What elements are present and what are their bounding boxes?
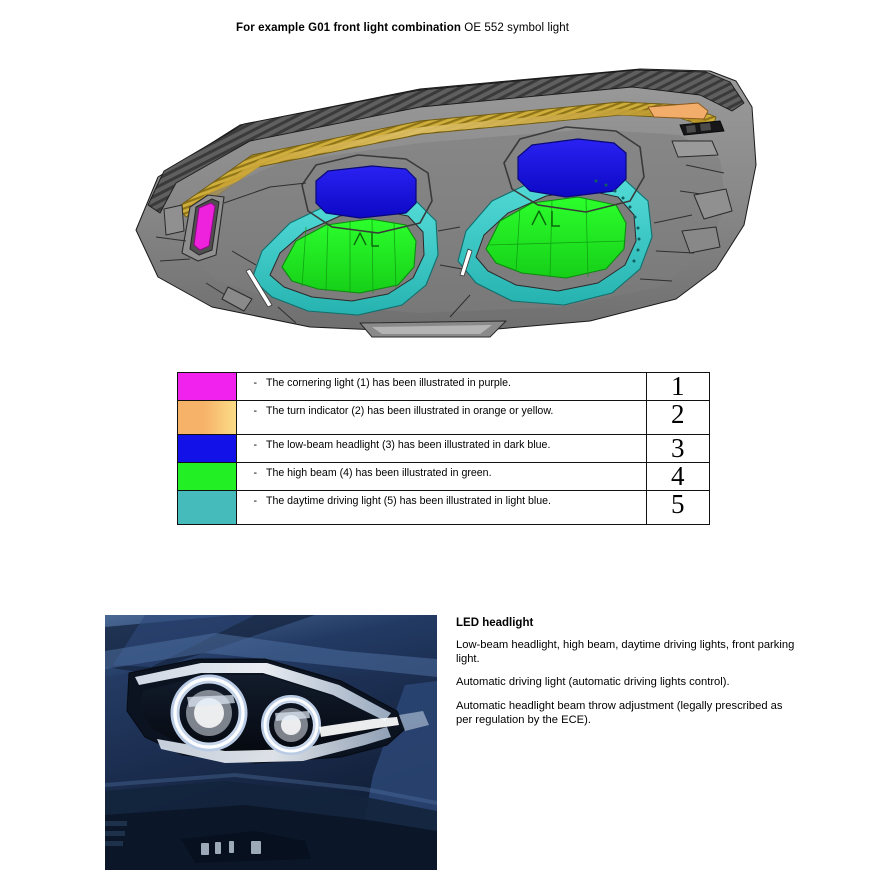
table-row: - The low-beam headlight (3) has been il… bbox=[176, 434, 710, 463]
table-row: - The high beam (4) has been illustrated… bbox=[176, 462, 710, 491]
list-dash: - bbox=[253, 405, 257, 417]
legend-description-cell-5: - The daytime driving light (5) has been… bbox=[236, 490, 647, 525]
colour-swatch-dark-blue bbox=[178, 435, 237, 462]
colour-swatch-purple bbox=[178, 373, 237, 400]
legend-number-4: 4 bbox=[645, 462, 710, 491]
page-title-normal: OE 552 symbol light bbox=[464, 22, 570, 34]
led-paragraph-1: Low-beam headlight, high beam, daytime d… bbox=[456, 639, 795, 666]
bmw-led-headlight-photo bbox=[105, 615, 437, 870]
legend-table-body: - The cornering light (1) has been illus… bbox=[176, 372, 710, 525]
legend-swatch-cell-3 bbox=[176, 434, 238, 463]
led-headlight-info-block: LED headlight Low-beam headlight, high b… bbox=[456, 617, 796, 736]
list-dash: - bbox=[253, 495, 257, 507]
list-dash: - bbox=[253, 377, 257, 389]
colour-swatch-orange-yellow bbox=[178, 401, 237, 434]
table-row: - The turn indicator (2) has been illust… bbox=[176, 400, 710, 435]
legend-description-4: The high beam (4) has been illustrated i… bbox=[265, 467, 492, 479]
legend-number-2: 2 bbox=[645, 400, 710, 435]
page-title-bold: For example G01 front light combination bbox=[236, 22, 461, 34]
led-headlight-title: LED headlight bbox=[456, 617, 534, 629]
g01-front-headlight-cutaway-diagram bbox=[120, 55, 770, 340]
colour-legend-table: - The cornering light (1) has been illus… bbox=[176, 372, 710, 525]
table-row: - The daytime driving light (5) has been… bbox=[176, 490, 710, 525]
legend-description-cell-4: - The high beam (4) has been illustrated… bbox=[236, 462, 647, 491]
led-paragraph-2: Automatic driving light (automatic drivi… bbox=[456, 676, 730, 689]
legend-description-2: The turn indicator (2) has been illustra… bbox=[265, 405, 554, 417]
legend-description-1: The cornering light (1) has been illustr… bbox=[265, 377, 511, 389]
list-dash: - bbox=[253, 439, 257, 451]
table-row: - The cornering light (1) has been illus… bbox=[176, 372, 710, 401]
legend-number-5: 5 bbox=[645, 490, 710, 525]
legend-swatch-cell-4 bbox=[176, 462, 238, 491]
legend-description-cell-1: - The cornering light (1) has been illus… bbox=[236, 372, 647, 401]
list-dash: - bbox=[253, 467, 257, 479]
legend-description-3: The low-beam headlight (3) has been illu… bbox=[265, 439, 551, 451]
led-paragraph-3: Automatic headlight beam throw adjustmen… bbox=[456, 699, 783, 726]
legend-swatch-cell-1 bbox=[176, 372, 238, 401]
colour-swatch-green bbox=[178, 463, 237, 490]
colour-swatch-light-blue bbox=[178, 491, 237, 524]
page-title: For example G01 front light combination … bbox=[236, 22, 569, 34]
legend-swatch-cell-5 bbox=[176, 490, 238, 525]
legend-number-3: 3 bbox=[645, 434, 710, 463]
legend-swatch-cell-2 bbox=[176, 400, 238, 435]
legend-description-5: The daytime driving light (5) has been i… bbox=[265, 495, 551, 507]
legend-number-1: 1 bbox=[645, 372, 710, 401]
legend-description-cell-2: - The turn indicator (2) has been illust… bbox=[236, 400, 647, 435]
legend-description-cell-3: - The low-beam headlight (3) has been il… bbox=[236, 434, 647, 463]
